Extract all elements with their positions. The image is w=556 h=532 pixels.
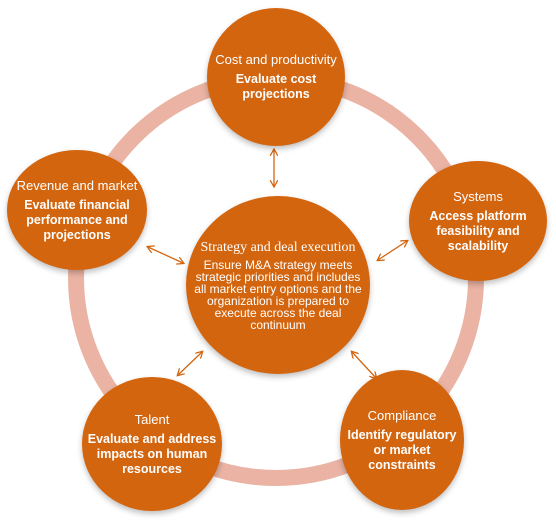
node-description: Evaluate and address impacts on human re… <box>87 431 217 476</box>
node-cost-and-productivity: Cost and productivity Evaluate cost proj… <box>207 8 345 146</box>
node-title: Systems <box>453 188 503 204</box>
arrow-center-compliance <box>352 352 376 378</box>
node-revenue-and-market: Revenue and market Evaluate financial pe… <box>7 150 147 270</box>
arrow-center-revenue <box>148 247 183 263</box>
node-strategy-and-deal-execution: Strategy and deal execution Ensure M&A s… <box>186 196 370 374</box>
node-description: Evaluate cost projections <box>235 72 317 101</box>
node-title: Cost and productivity <box>215 52 337 67</box>
node-title: Revenue and market <box>16 177 138 193</box>
node-description: Identify regulatory or market constraint… <box>347 427 457 472</box>
node-description: Access platform feasibility and scalabil… <box>429 208 527 253</box>
arrow-center-talent <box>178 352 202 375</box>
node-title: Compliance <box>367 407 437 423</box>
node-talent: Talent Evaluate and address impacts on h… <box>82 377 222 511</box>
node-systems: Systems Access platform feasibility and … <box>409 161 547 281</box>
center-title: Strategy and deal execution <box>200 239 356 255</box>
arrow-center-systems <box>378 241 407 260</box>
node-description: Evaluate financial performance and proje… <box>24 197 130 242</box>
node-compliance: Compliance Identify regulatory or market… <box>340 370 464 510</box>
node-title: Talent <box>134 411 170 427</box>
center-description: Ensure M&A strategy meets strategic prio… <box>194 257 362 332</box>
